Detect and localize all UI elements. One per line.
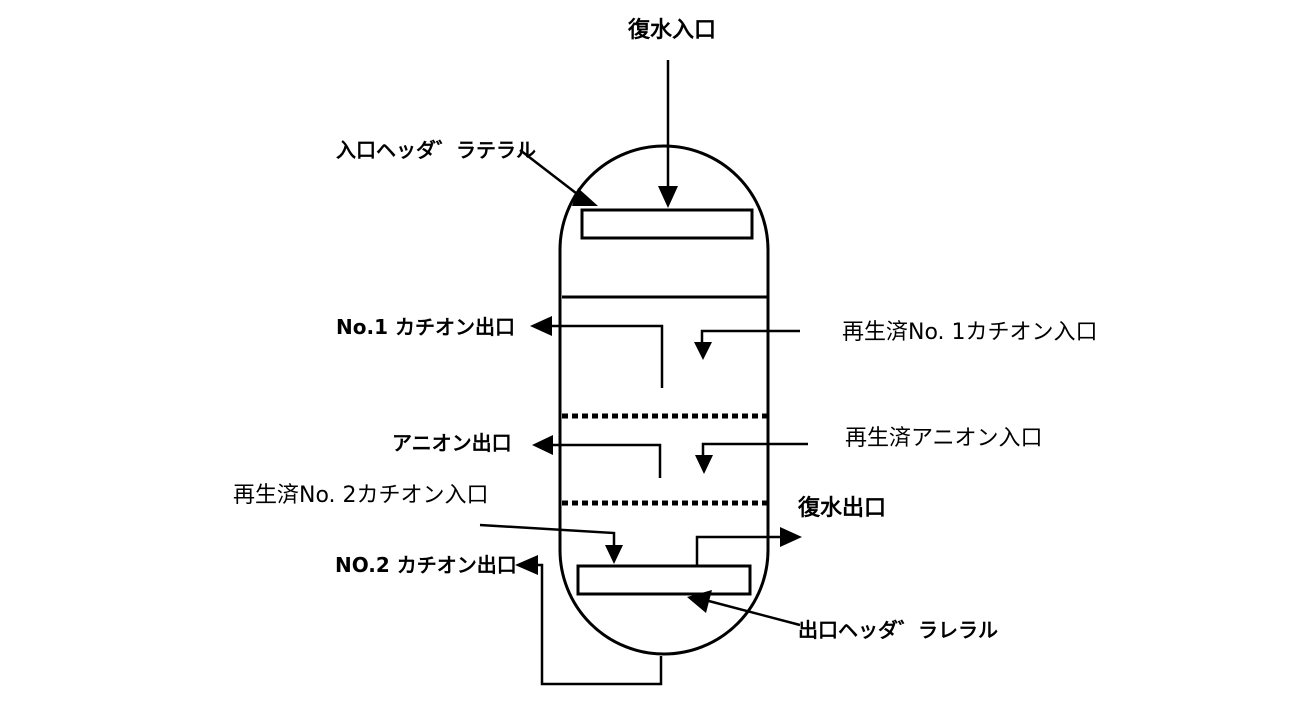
no2-cation-outlet-label: NO.2 カチオン出口 (335, 553, 517, 577)
condensate-inlet-label: 復水入口 (628, 18, 717, 43)
inlet-header (580, 208, 754, 240)
regenerated-no2-cation-inlet-label: 再生済No. 2カチオン入口 (233, 483, 489, 508)
condensate-outlet-label: 復水出口 (798, 496, 887, 521)
outlet-header-lateral-label: 出口ヘッダ゛ラレラル (798, 618, 998, 642)
outlet-header (576, 564, 752, 596)
regenerated-no1-cation-inlet-label: 再生済No. 1カチオン入口 (842, 320, 1098, 345)
anion-outlet-label: アニオン出口 (392, 431, 512, 455)
regenerated-anion-inlet-label: 再生済アニオン入口 (845, 426, 1043, 451)
inlet-header-lateral-label: 入口ヘッダ゛ラテラル (336, 138, 536, 162)
no1-cation-outlet-label: No.1 カチオン出口 (336, 315, 515, 339)
vessel-outline (558, 144, 770, 656)
